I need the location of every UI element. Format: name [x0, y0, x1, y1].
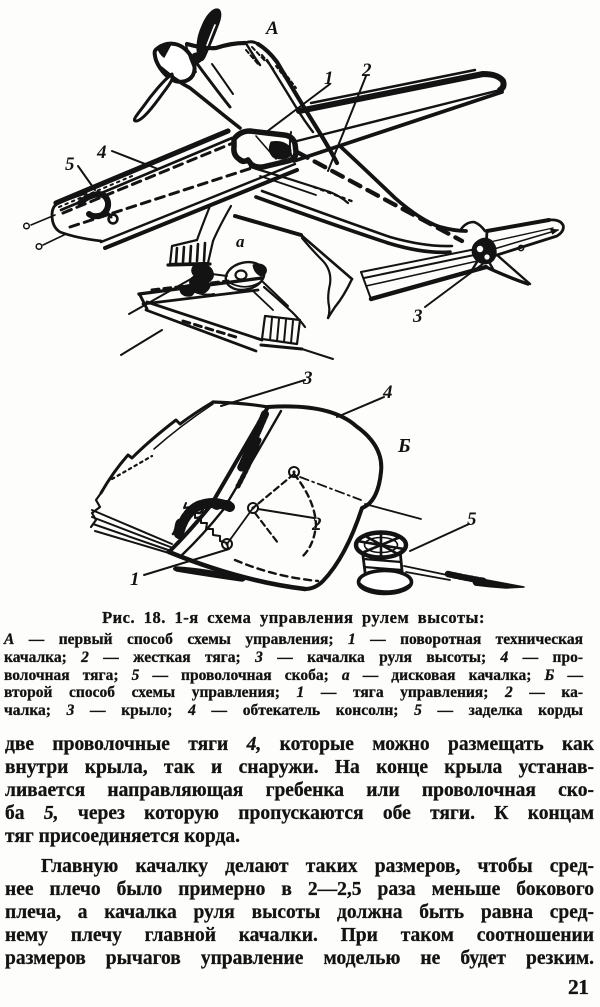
svg-text:2: 2	[311, 514, 322, 535]
svg-text:3: 3	[412, 306, 423, 327]
svg-text:Б: Б	[397, 435, 411, 457]
svg-text:4: 4	[96, 142, 107, 163]
svg-text:5: 5	[467, 509, 477, 530]
svg-text:4: 4	[382, 382, 393, 403]
svg-text:1: 1	[324, 68, 334, 89]
svg-text:3: 3	[302, 368, 313, 389]
svg-text:1: 1	[130, 569, 140, 590]
svg-text:2: 2	[361, 60, 372, 81]
svg-text:а: а	[236, 232, 245, 251]
svg-text:5: 5	[65, 154, 75, 175]
svg-text:А: А	[265, 18, 279, 39]
